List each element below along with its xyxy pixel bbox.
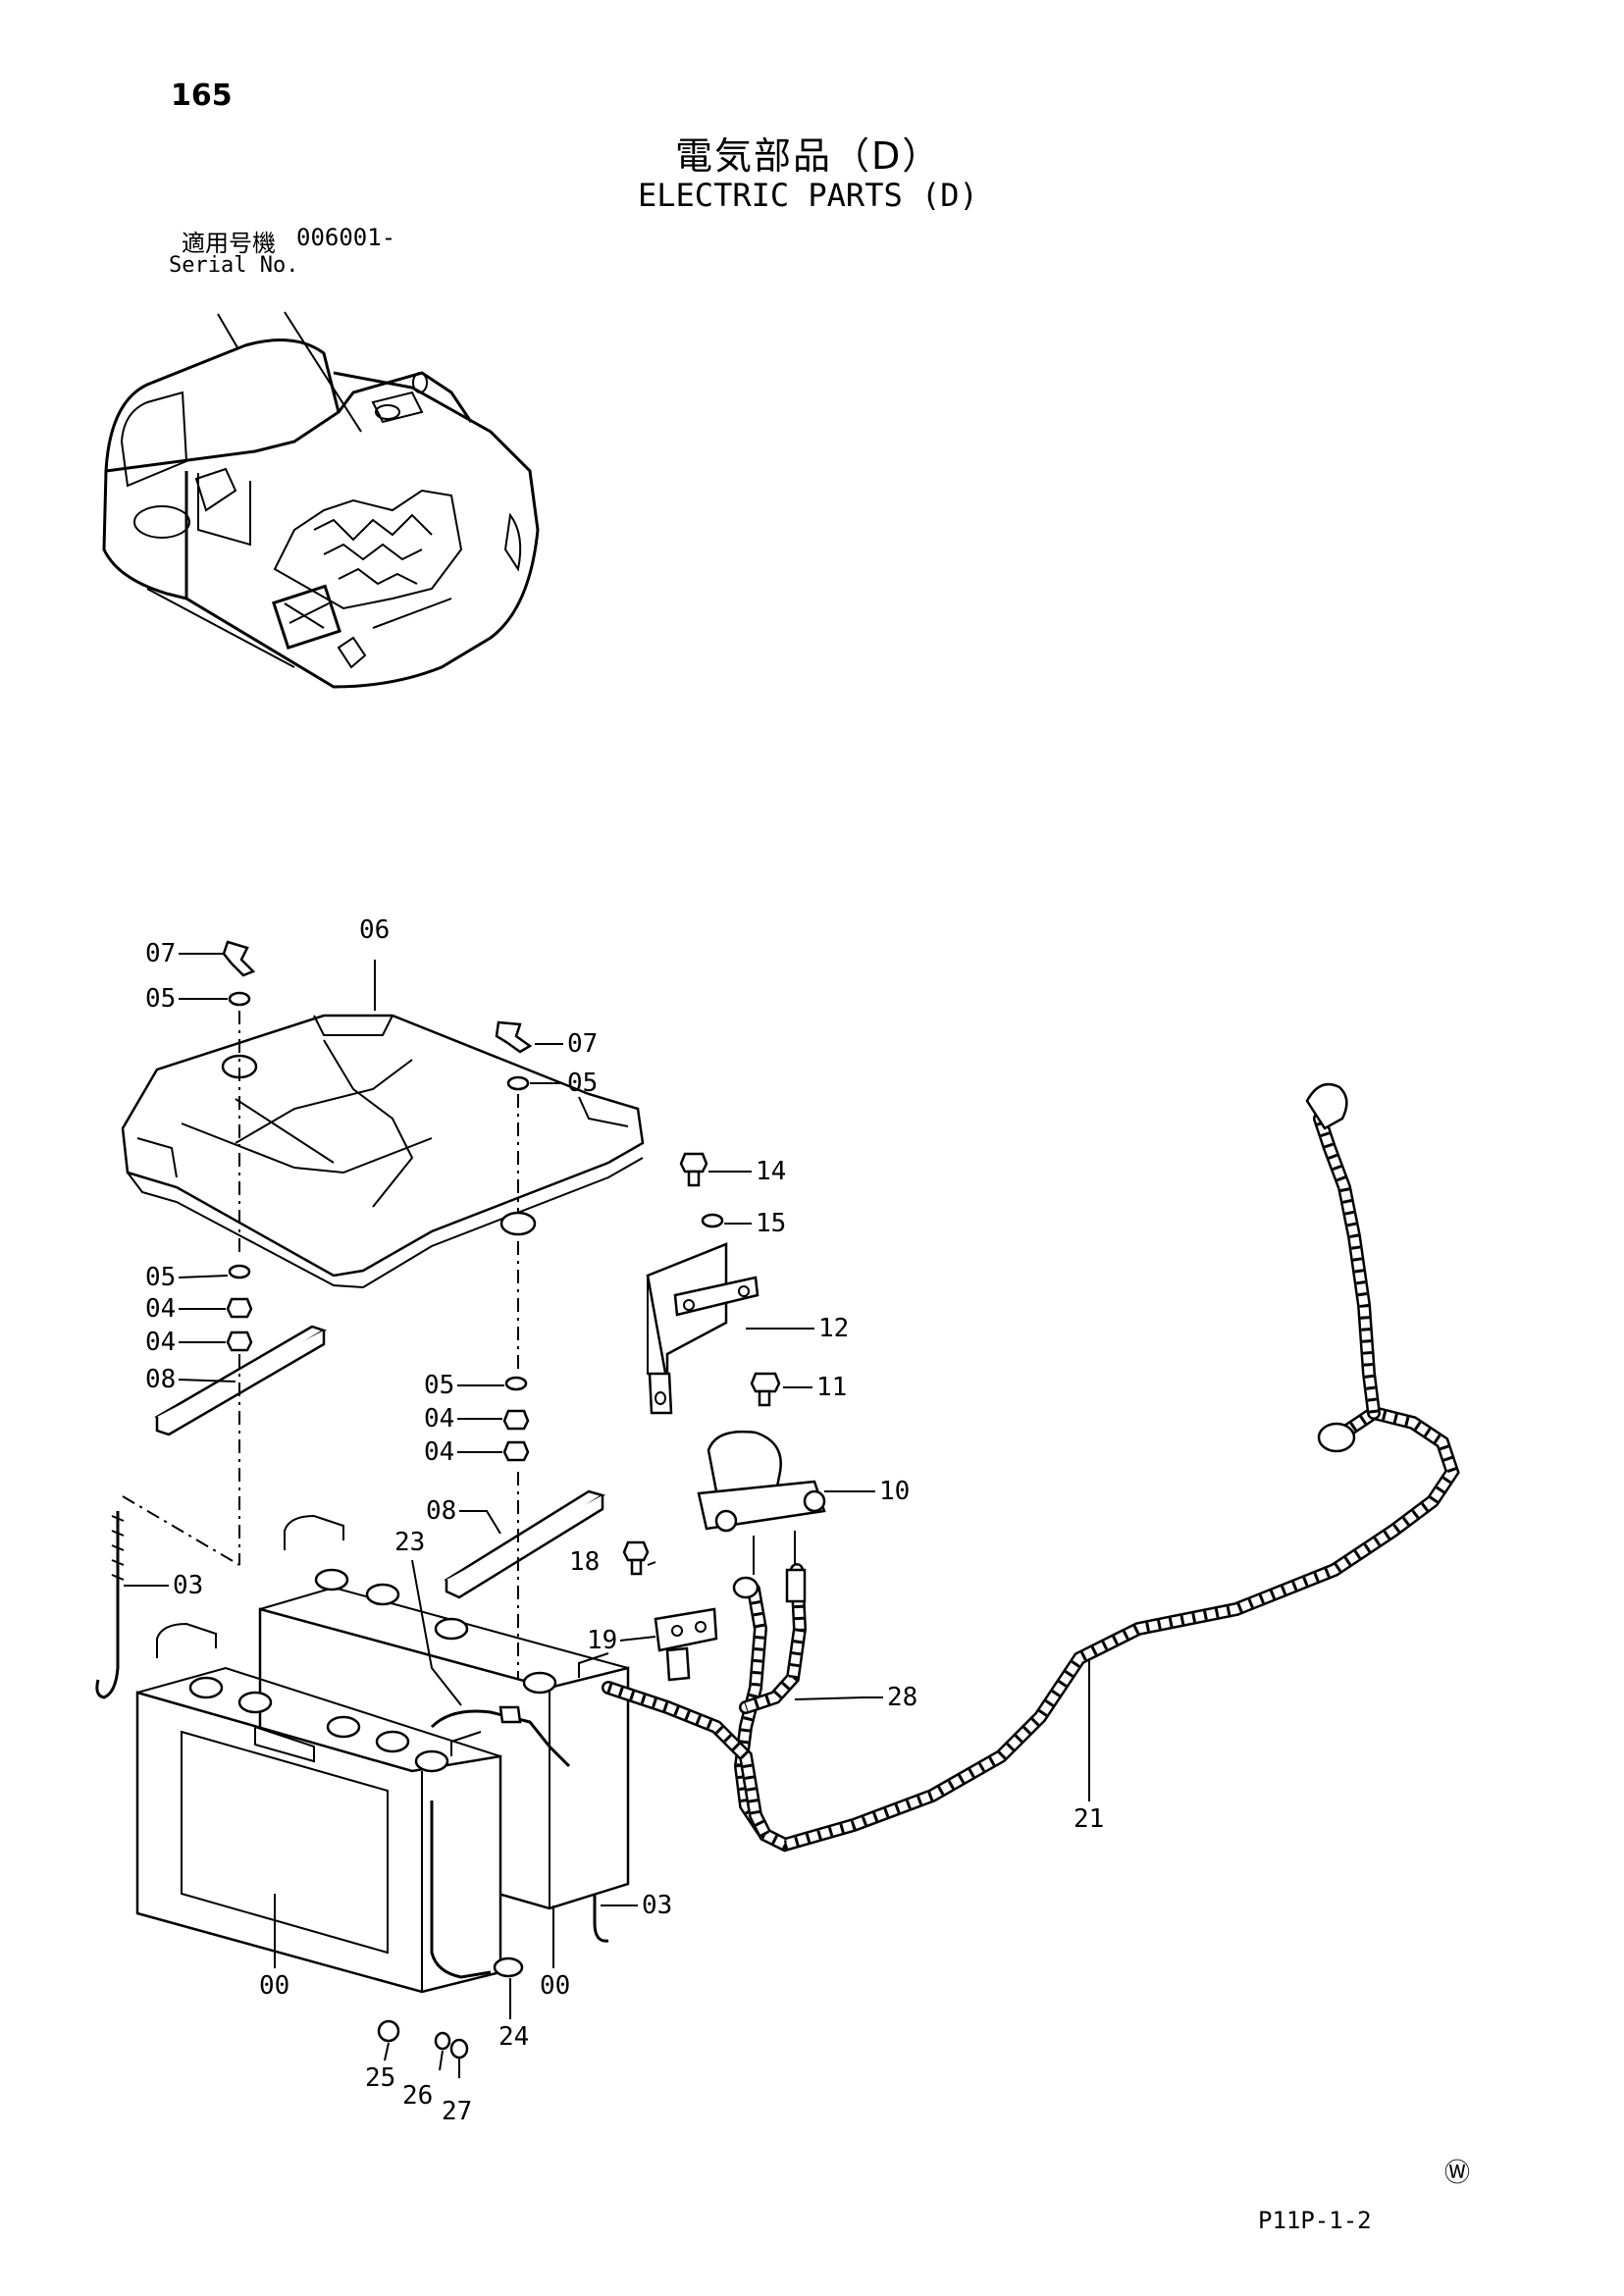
callout-12: 12 — [818, 1314, 849, 1343]
callout-03-right: 03 — [642, 1891, 672, 1920]
title-japanese: 電気部品（D） — [675, 134, 942, 178]
relay-harness — [732, 1563, 808, 1842]
fasteners — [222, 940, 781, 2060]
callout-03-left: 03 — [173, 1571, 203, 1600]
callout-05-left: 05 — [145, 1263, 176, 1292]
w-mark-icon: Ⓦ — [1444, 2159, 1471, 2188]
callout-labels: 07 05 06 07 05 05 04 04 08 05 04 04 08 0… — [145, 915, 1104, 2126]
callout-04-middle-b: 04 — [424, 1437, 454, 1467]
callout-05-middle: 05 — [424, 1371, 454, 1400]
callout-14: 14 — [756, 1157, 786, 1186]
main-harness — [602, 1082, 1460, 1852]
serial-label-japanese: 適用号機 — [182, 230, 276, 257]
callout-15: 15 — [756, 1209, 786, 1238]
callout-04-left-a: 04 — [145, 1294, 176, 1324]
callout-04-left-b: 04 — [145, 1328, 176, 1357]
callout-07-right: 07 — [567, 1029, 598, 1059]
serial-label-english: Serial No. — [169, 253, 299, 278]
callout-05-upper-left: 05 — [145, 984, 176, 1014]
callout-10: 10 — [879, 1477, 910, 1506]
callout-08-left: 08 — [145, 1365, 176, 1394]
callout-04-middle-a: 04 — [424, 1404, 454, 1434]
callout-00-rear-battery: 00 — [540, 1971, 570, 2001]
battery-cover-tray — [121, 1014, 645, 1289]
leader-lines — [124, 953, 1090, 2078]
battery-cables — [430, 1705, 571, 1979]
callout-07-left: 07 — [145, 939, 176, 968]
serial-number-value: 006001- — [296, 224, 396, 251]
callout-18: 18 — [569, 1547, 600, 1577]
callout-28: 28 — [887, 1683, 917, 1712]
relay-bracket — [646, 1242, 760, 1415]
battery-relay — [697, 1430, 826, 1575]
callout-21: 21 — [1074, 1804, 1104, 1834]
callout-08-middle: 08 — [426, 1496, 456, 1526]
callout-26: 26 — [402, 2081, 433, 2111]
page-code: P11P-1-2 — [1258, 2207, 1372, 2234]
callout-23: 23 — [394, 1528, 425, 1557]
title-english: ELECTRIC PARTS (D) — [638, 177, 978, 214]
fuse-holder — [654, 1607, 718, 1682]
callout-05-upper-right: 05 — [567, 1069, 598, 1098]
callout-19: 19 — [587, 1626, 617, 1655]
batteries — [135, 1514, 630, 1994]
callout-06: 06 — [359, 915, 390, 945]
callout-11: 11 — [816, 1373, 847, 1402]
page-number: 165 — [171, 78, 233, 113]
callout-00-front-battery: 00 — [259, 1971, 289, 2001]
callout-27: 27 — [442, 2097, 472, 2126]
callout-25: 25 — [365, 2063, 395, 2093]
machine-overview-illustration — [102, 311, 540, 689]
callout-24: 24 — [498, 2022, 529, 2052]
